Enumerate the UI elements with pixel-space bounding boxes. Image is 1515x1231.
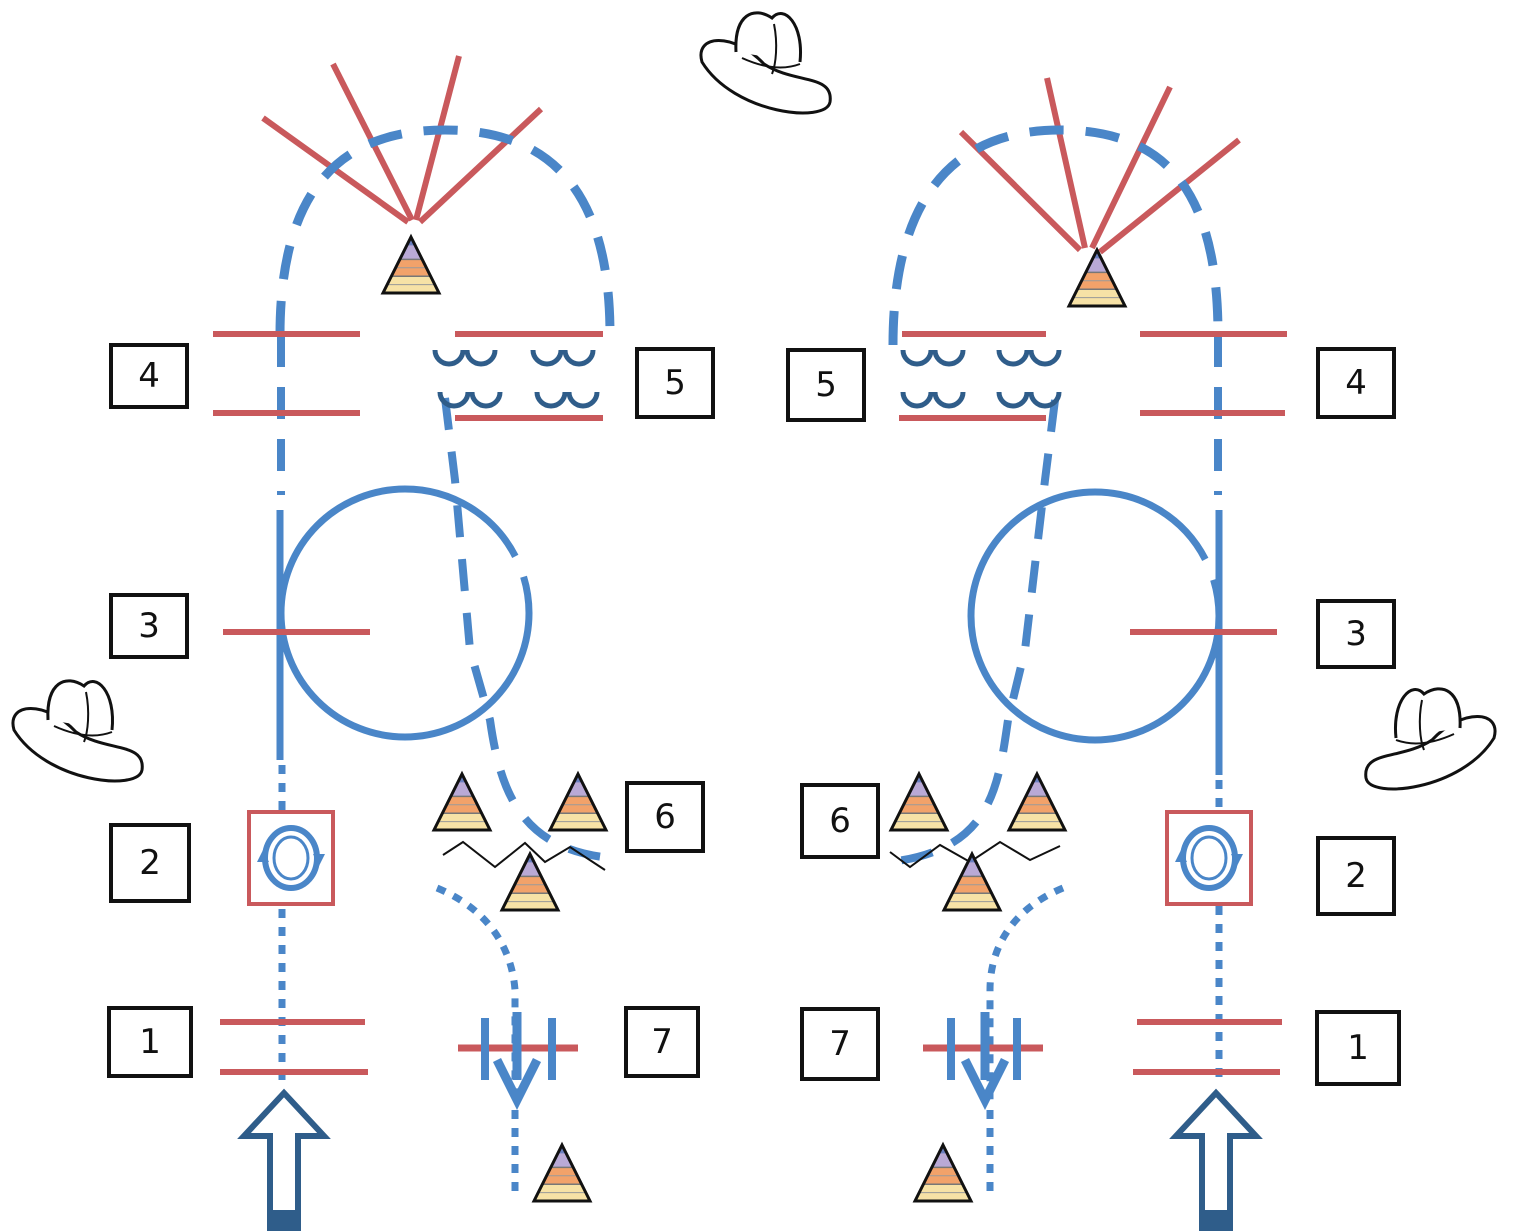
right-sync-cycle-icon [1167, 812, 1251, 904]
right-entry-arrow-icon [1176, 1093, 1256, 1228]
svg-text:3: 3 [138, 606, 160, 646]
right-label-1: 1 [1315, 1010, 1401, 1086]
left-pyramid-b-icon [548, 772, 608, 832]
right-exit-arrow-icon [960, 1012, 1010, 1111]
left-label-2: 2 [109, 823, 191, 903]
svg-text:1: 1 [1347, 1028, 1369, 1068]
right-pyramid-a-icon [889, 772, 949, 832]
right-pyramid-exit-icon [913, 1143, 973, 1203]
svg-text:4: 4 [138, 356, 160, 396]
left-exit-path [435, 884, 519, 1100]
right-dome-path [888, 125, 1223, 346]
left-label-4: 4 [109, 343, 189, 409]
right-label-7: 7 [800, 1007, 880, 1081]
svg-text:2: 2 [139, 843, 161, 883]
left-label-7: 7 [624, 1006, 700, 1078]
left-loops [432, 349, 600, 409]
right-label-2: 2 [1316, 836, 1396, 916]
svg-text:7: 7 [651, 1022, 673, 1062]
svg-text:2: 2 [1345, 856, 1367, 896]
left-pyramid-a-icon [432, 772, 492, 832]
top-cowboy-hat-icon [699, 11, 832, 115]
left-label-6: 6 [625, 781, 705, 853]
svg-text:5: 5 [664, 363, 686, 403]
left-zigzag [442, 840, 606, 871]
left-pyramid-c-icon [500, 852, 560, 912]
left-label-3: 3 [109, 593, 189, 659]
left-sync-cycle-icon [249, 812, 333, 904]
right-label-6: 6 [800, 783, 880, 859]
right-panel: 1 2 3 4 5 6 7 [786, 77, 1497, 1228]
svg-text:4: 4 [1345, 363, 1367, 403]
right-label-3: 3 [1316, 599, 1396, 669]
left-pyramid-top-icon [381, 235, 441, 295]
right-pyramid-b-icon [1007, 772, 1067, 832]
left-circle [277, 485, 533, 741]
left-cowboy-hat-icon [11, 679, 144, 783]
right-cowboy-hat-icon [1364, 687, 1497, 791]
right-rays [958, 77, 1241, 255]
svg-text:6: 6 [829, 801, 851, 841]
left-dome-path [275, 125, 615, 345]
left-pyramid-exit-icon [532, 1143, 592, 1203]
left-exit-arrow-icon [492, 1012, 542, 1111]
left-label-5: 5 [635, 347, 715, 419]
svg-text:5: 5 [815, 365, 837, 405]
right-loops [900, 349, 1062, 409]
left-entry-arrow-icon [244, 1093, 324, 1228]
svg-text:7: 7 [829, 1024, 851, 1064]
svg-text:3: 3 [1345, 614, 1367, 654]
left-panel: 1 2 3 4 5 6 7 [11, 55, 715, 1228]
svg-text:6: 6 [654, 797, 676, 837]
right-pyramid-top-icon [1067, 248, 1127, 308]
left-label-1: 1 [107, 1006, 193, 1078]
svg-text:1: 1 [139, 1022, 161, 1062]
right-circle [967, 488, 1223, 744]
right-label-5: 5 [786, 348, 866, 422]
right-label-4: 4 [1316, 347, 1396, 419]
right-pyramid-c-icon [942, 852, 1002, 912]
right-exit-path [986, 884, 1065, 1100]
